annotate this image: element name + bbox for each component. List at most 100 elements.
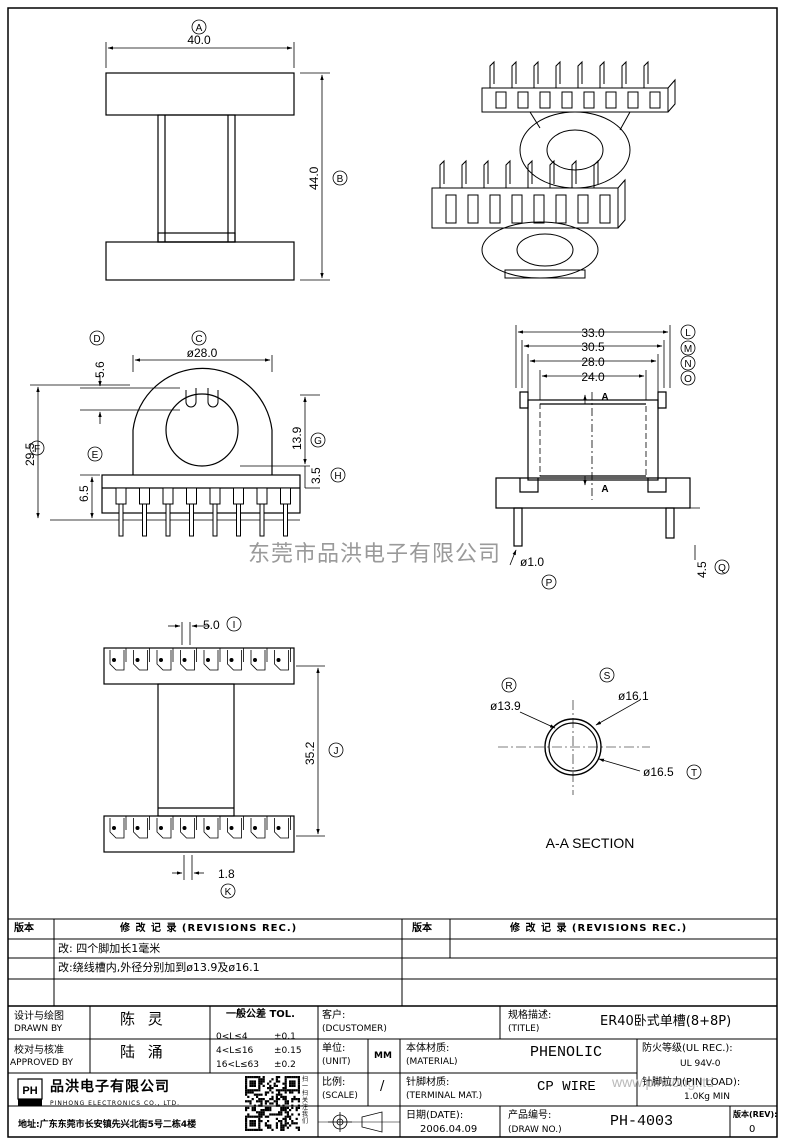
section-mark-top: A [601,392,608,403]
qr-module [245,1128,248,1131]
qr-module [264,1091,267,1094]
dim-1-8: 1.8 [218,867,235,881]
iso-pin [593,159,599,188]
callout-k: K [225,887,232,898]
qr-module [275,1113,278,1116]
qr-module [260,1104,263,1107]
qr-module [284,1122,287,1125]
qr-module [275,1122,278,1125]
qr-module [247,1076,250,1079]
pin-hole [112,658,117,663]
bottom-view [103,647,295,853]
qr-module [278,1089,281,1092]
callout-e: E [92,450,99,461]
qr-module [251,1098,254,1101]
qr-module [271,1128,274,1131]
iso-pin-slot [561,91,573,109]
qr-module [245,1124,248,1127]
qr-module [267,1106,270,1109]
qr-module [295,1076,298,1079]
date-label: 日期(DATE): [406,1110,464,1121]
unit-label-en: (UNIT) [322,1057,351,1067]
pin-pad [274,650,289,671]
callout-c: C [195,334,202,345]
qr-module [291,1084,294,1087]
qr-module [256,1100,259,1103]
qr-module [275,1098,278,1101]
section-label: A-A SECTION [546,835,635,851]
iso-pin-slot [517,91,529,109]
qr-module [264,1093,267,1096]
qr-module [256,1115,259,1118]
qr-module [295,1122,298,1125]
qr-module [280,1089,283,1092]
pin-slot [209,487,221,505]
qr-module [269,1087,272,1090]
callout-r: R [505,681,512,692]
qr-module [267,1115,270,1118]
iso-pin [527,159,533,188]
dim-29-5: 29.5 [23,442,37,466]
qr-module [271,1098,274,1101]
pin-slot [162,487,174,505]
qr-module [280,1126,283,1129]
unit-value: MM [374,1051,392,1061]
qr-module [245,1084,248,1087]
qr-module [284,1080,287,1083]
qr-module [260,1098,263,1101]
qr-module [291,1104,294,1107]
qr-module [253,1124,256,1127]
qr-module [286,1106,289,1109]
pin-hole [182,826,187,831]
qr-module [260,1093,263,1096]
section-mark-bottom: A [601,484,608,495]
qr-module [297,1098,300,1101]
logo-text: PH [22,1085,37,1097]
qr-module [284,1111,287,1114]
pin [165,503,171,537]
qr-module [291,1080,294,1083]
rev-rec-header: 修 改 记 录 (REVISIONS REC.) [120,923,298,934]
watermark-text: 东莞市品洪电子有限公司 [248,542,502,567]
checker-label-en: APPROVED BY [10,1058,74,1068]
qr-module [249,1082,252,1085]
rev-rec-header-2: 修 改 记 录 (REVISIONS REC.) [510,923,688,934]
watermark-url: www.pinhong.ltd [612,1074,714,1090]
qr-module [291,1089,294,1092]
dim-16-1: ø16.1 [618,689,649,703]
qr-module [284,1100,287,1103]
qr-module [247,1106,250,1109]
qr-module [291,1076,294,1079]
qr-module [249,1124,252,1127]
qr-module [258,1120,261,1123]
qr-module [258,1082,261,1085]
qr-module [278,1098,281,1101]
qr-module [267,1109,270,1112]
qr-module [282,1109,285,1112]
qr-module [284,1076,287,1079]
bottom-pins [109,648,291,839]
qr-module [275,1124,278,1127]
bottom-dims [168,616,344,899]
pin-hole [252,826,257,831]
qr-module [245,1078,248,1081]
qr-module [289,1115,292,1118]
iso-pin-slot [583,91,595,109]
dim-5-6: 5.6 [93,361,107,378]
pin [118,503,124,537]
pin-pad [203,818,219,839]
pinload-value: 1.0Kg MIN [684,1092,730,1102]
qr-module [280,1122,283,1125]
callout-o: O [684,374,692,385]
material-label: 本体材质: [406,1043,450,1054]
rev-value: 0 [749,1124,756,1135]
pin-pad [250,650,266,671]
qr-module [245,1093,248,1096]
qr-module [278,1093,281,1096]
qr-module [284,1106,287,1109]
pin-hole [182,658,187,663]
drawno-label: 产品编号: [508,1110,552,1121]
qr-module [275,1117,278,1120]
qr-module [253,1104,256,1107]
